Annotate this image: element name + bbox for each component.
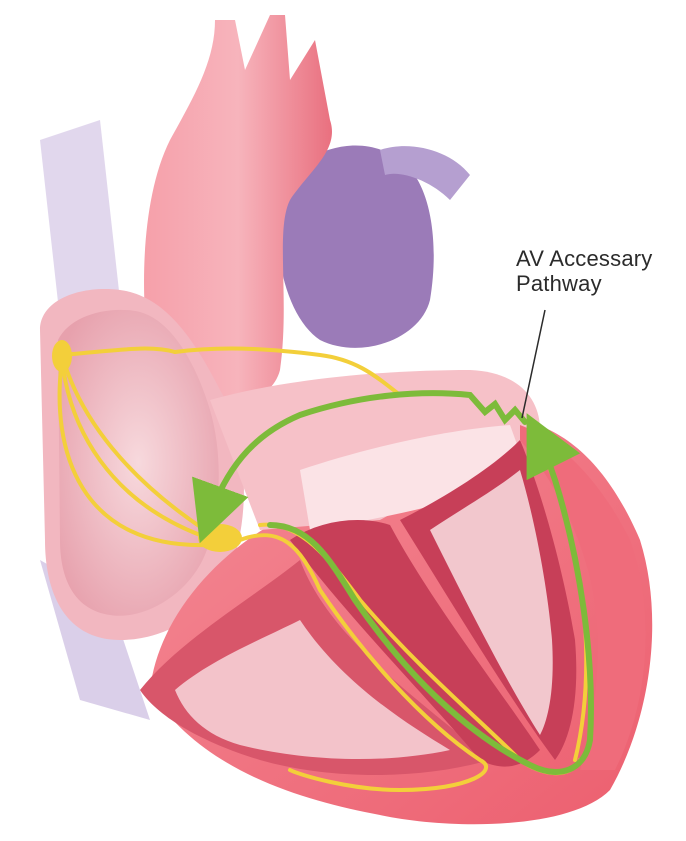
callout-leader: [522, 310, 545, 418]
sa-node: [52, 340, 72, 372]
av-node: [198, 524, 242, 552]
label-line-2: Pathway: [516, 271, 652, 296]
label-line-1: AV Accessary: [516, 246, 652, 271]
av-accessory-pathway-label: AV Accessary Pathway: [516, 246, 652, 296]
